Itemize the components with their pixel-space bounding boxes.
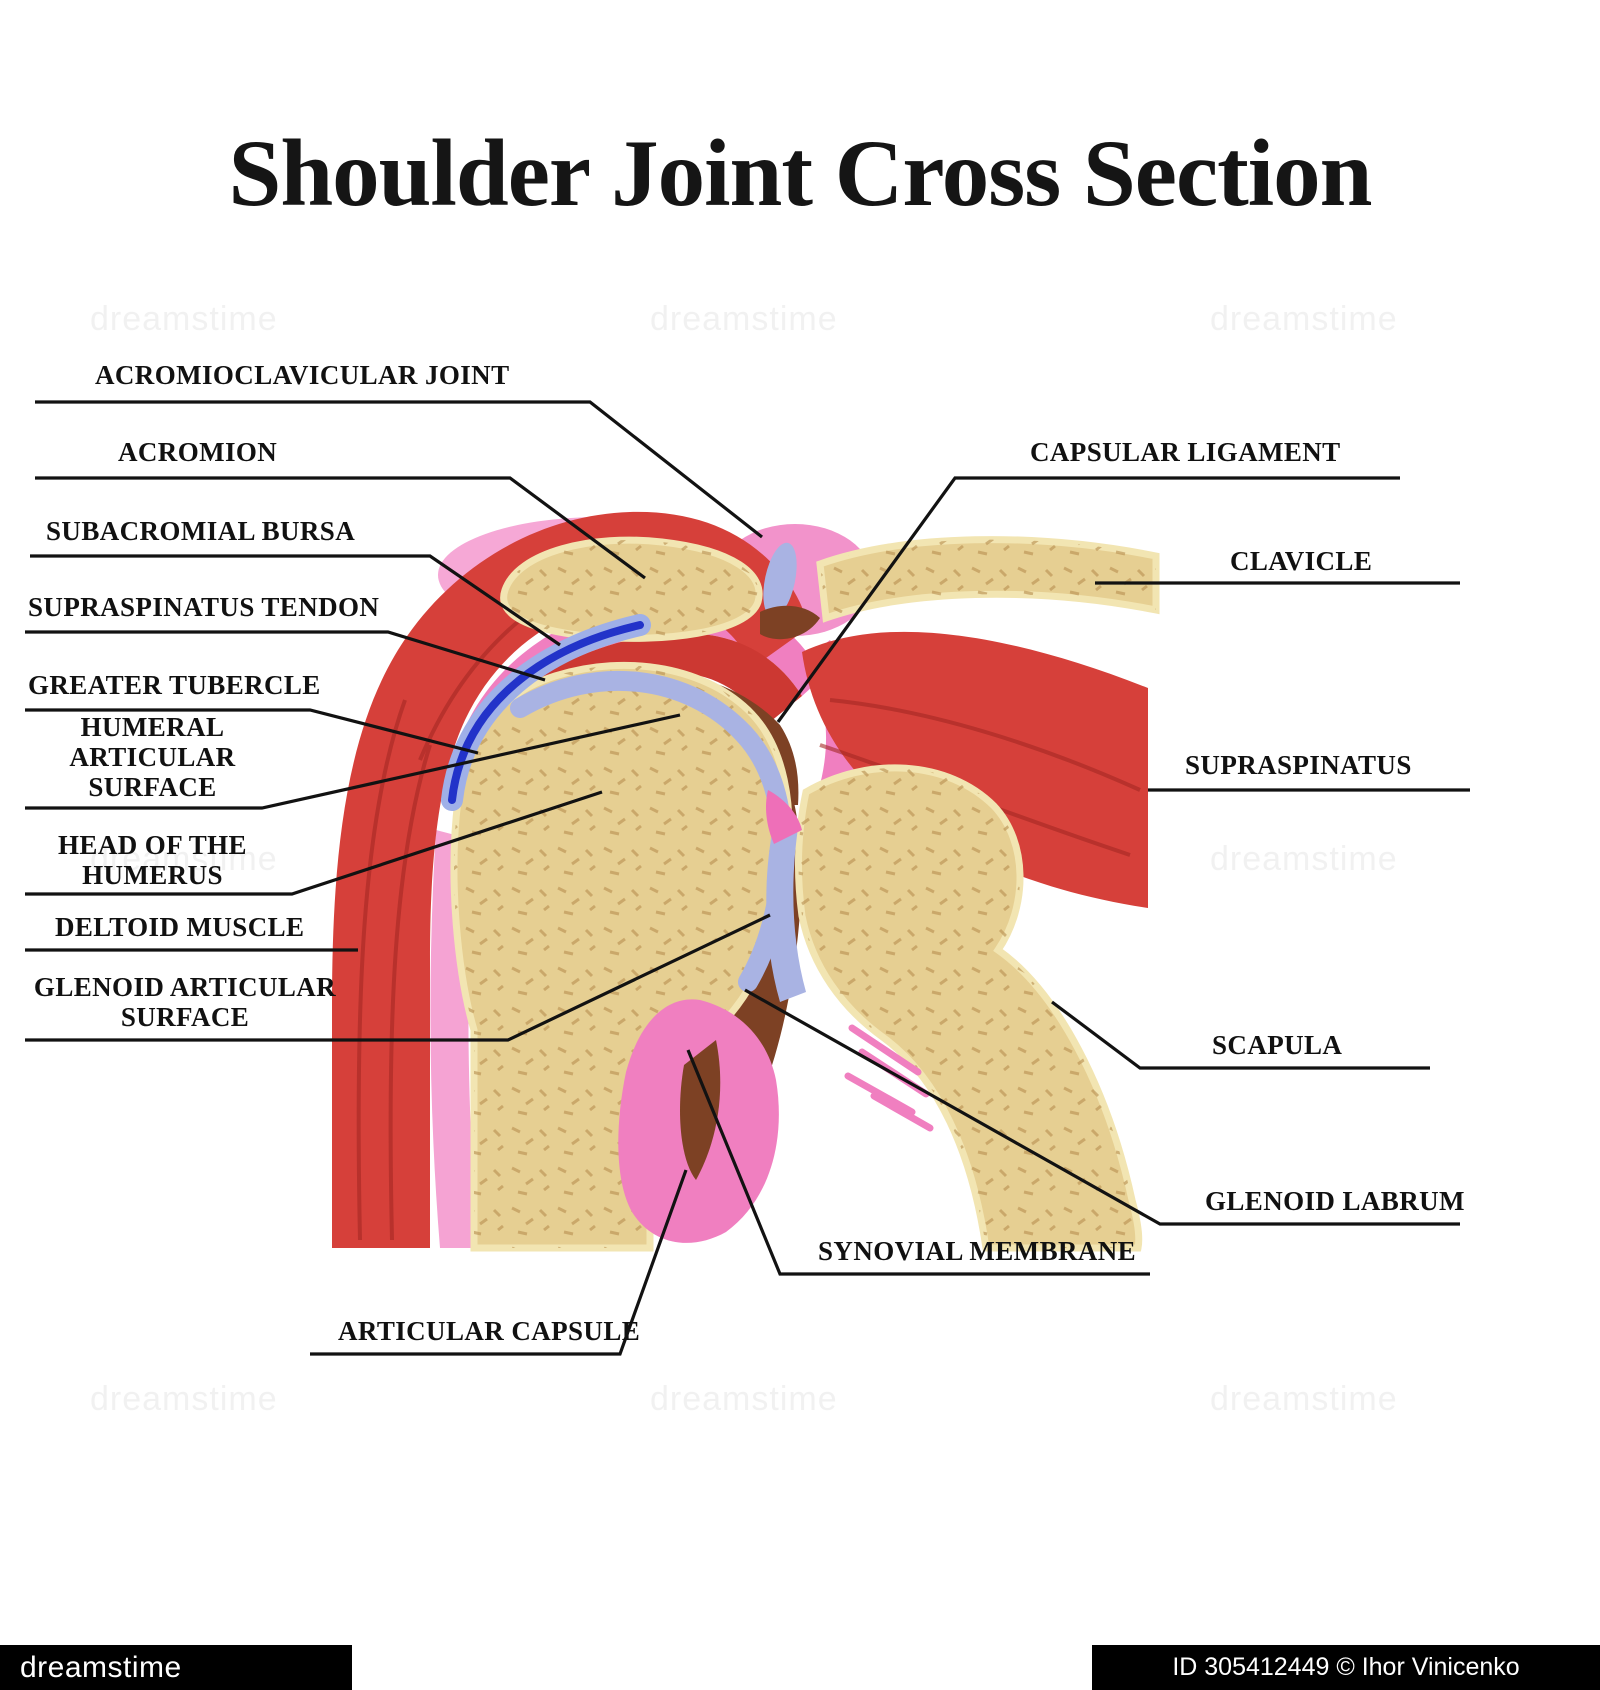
label-line-glenoid-articular-surface	[25, 913, 771, 1042]
watermark-brand-text: dreamstime	[20, 1650, 182, 1684]
label-acromion: ACROMION	[118, 437, 278, 467]
label-glenoid-articular-surface: GLENOID ARTICULAR SURFACE	[33, 972, 337, 1033]
annotation-lines	[25, 400, 1470, 1356]
label-line-capsular-ligament	[776, 476, 1400, 723]
label-line-subacromial-bursa	[30, 554, 561, 647]
glenoid-articular-surface-shape	[766, 822, 806, 1002]
watermark-text: dreamstime	[650, 1380, 838, 1418]
label-scapula: SCAPULA	[1212, 1030, 1343, 1060]
label-acromioclavicular-joint: ACROMIOCLAVICULAR JOINT	[95, 360, 510, 390]
label-line-articular-capsule	[310, 1169, 688, 1356]
label-head-of-the-humerus: HEAD OF THE HUMERUS	[58, 830, 247, 891]
label-greater-tubercle: GREATER TUBERCLE	[28, 670, 321, 700]
watermark-bar-credit: ID 305412449 © Ihor Vinicenko	[1092, 1645, 1600, 1690]
supraspinatus-muscle-shape	[802, 631, 1148, 908]
label-line-humeral-articular-surface	[25, 713, 681, 810]
watermark-text: dreamstime	[90, 840, 278, 878]
watermark-text: dreamstime	[1210, 840, 1398, 878]
watermark-text: dreamstime	[1210, 1380, 1398, 1418]
label-supraspinatus: SUPRASPINATUS	[1185, 750, 1412, 780]
joint-capsule-top-shape	[448, 596, 822, 812]
page-title: Shoulder Joint Cross Section	[228, 120, 1373, 226]
watermark-text: dreamstime	[1210, 300, 1398, 338]
label-subacromial-bursa: SUBACROMIAL BURSA	[46, 516, 356, 546]
label-humeral-articular-surface: HUMERAL ARTICULAR SURFACE	[69, 712, 236, 803]
label-clavicle: CLAVICLE	[1230, 546, 1373, 576]
watermark-text: dreamstime	[650, 300, 838, 338]
label-line-acromion	[35, 476, 646, 580]
label-deltoid-muscle: DELTOID MUSCLE	[55, 912, 305, 942]
label-articular-capsule: ARTICULAR CAPSULE	[338, 1316, 641, 1346]
scapula-bone-texture	[798, 767, 1139, 1248]
watermark-text: dreamstime	[90, 300, 278, 338]
label-line-greater-tubercle	[25, 708, 479, 755]
label-line-scapula	[1051, 1000, 1430, 1070]
clavicle-bone-texture	[820, 539, 1156, 618]
ac-joint-wedge-shape	[760, 605, 820, 640]
deltoid-fiber-streaks	[356, 554, 691, 1241]
watermark-text: dreamstime	[90, 1380, 278, 1418]
label-line-supraspinatus-tendon	[25, 630, 546, 682]
glenoid-labrum-top-shape	[766, 790, 802, 844]
watermark-bar-brand: dreamstime	[0, 1645, 352, 1690]
watermark-credit-text: ID 305412449 © Ihor Vinicenko	[1172, 1653, 1520, 1681]
label-line-acromioclavicular-joint	[35, 400, 763, 539]
label-supraspinatus-tendon: SUPRASPINATUS TENDON	[28, 592, 380, 622]
humerus-bone-texture	[453, 665, 790, 1248]
ac-joint-disc-shape	[763, 542, 797, 618]
label-glenoid-labrum: GLENOID LABRUM	[1205, 1186, 1465, 1216]
label-capsular-ligament: CAPSULAR LIGAMENT	[1030, 437, 1341, 467]
label-line-head-of-the-humerus	[25, 790, 603, 896]
subacromial-bursa-shape	[448, 621, 644, 804]
acromion-bone-texture	[503, 540, 760, 639]
label-line-glenoid-labrum	[744, 988, 1460, 1226]
synovial-membrane-shape	[680, 1040, 721, 1180]
label-line-synovial-membrane	[686, 1049, 1150, 1276]
label-synovial-membrane: SYNOVIAL MEMBRANE	[818, 1236, 1137, 1266]
